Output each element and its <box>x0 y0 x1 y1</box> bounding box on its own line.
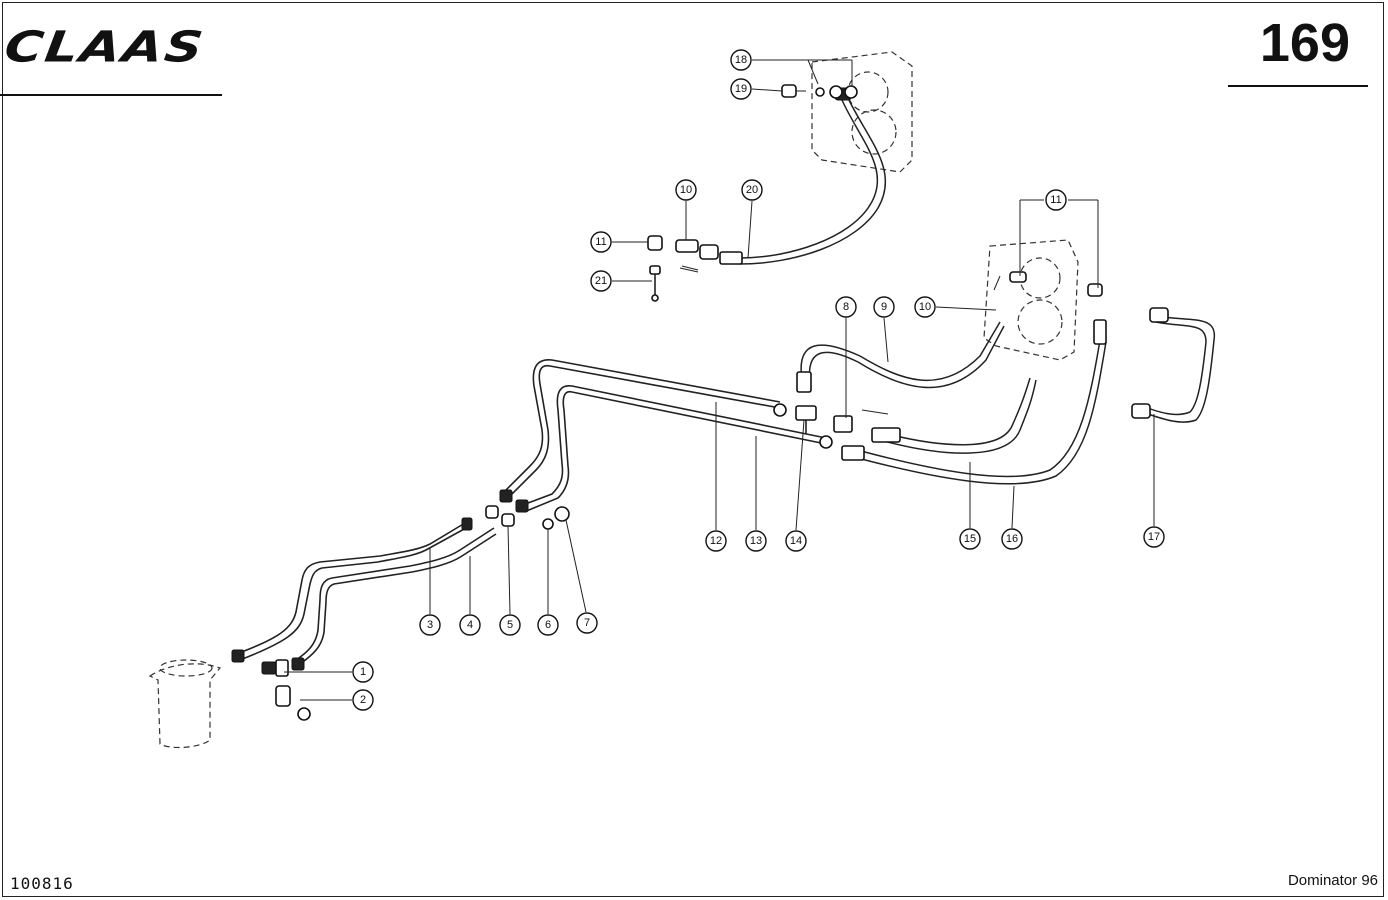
svg-text:10: 10 <box>680 184 692 196</box>
svg-text:19: 19 <box>735 83 747 95</box>
callout-8: 8 <box>835 296 857 318</box>
callout-20: 20 <box>741 179 763 201</box>
callout-18: 18 <box>730 49 752 71</box>
logo-underline <box>0 94 222 96</box>
svg-text:8: 8 <box>843 301 849 313</box>
svg-text:11: 11 <box>1050 194 1061 206</box>
callout-10-upper: 10 <box>675 179 697 201</box>
callout-13: 13 <box>745 530 767 552</box>
hose-15 <box>871 377 1037 454</box>
svg-text:16: 16 <box>1006 533 1018 545</box>
flow-arrows <box>679 267 1001 415</box>
hose-20 <box>719 87 887 265</box>
leader-lines <box>284 59 1155 701</box>
steel-line-3-4 <box>235 489 570 665</box>
svg-text:7: 7 <box>584 617 590 629</box>
svg-text:3: 3 <box>427 619 433 631</box>
svg-text:6: 6 <box>545 619 551 631</box>
callout-21: 21 <box>590 270 612 292</box>
fitting-18-19 <box>781 84 858 99</box>
steel-line-12-13 <box>499 359 833 513</box>
callout-11-left: 11 <box>590 231 612 253</box>
callout-4: 4 <box>459 614 481 636</box>
upper-mount-block <box>811 51 913 173</box>
document-number: 100816 <box>10 874 74 893</box>
callout-12: 12 <box>705 530 727 552</box>
page-number: 169 <box>1259 13 1350 73</box>
callout-16: 16 <box>1001 528 1023 550</box>
lower-left-cylinder <box>148 649 311 749</box>
hose-9 <box>796 321 1005 393</box>
fittings-10-11-21-upper <box>647 235 719 302</box>
svg-text:5: 5 <box>507 619 513 631</box>
svg-text:9: 9 <box>881 301 887 313</box>
callout-15: 15 <box>959 528 981 550</box>
model-label: Dominator 96 <box>1287 872 1378 889</box>
svg-text:2: 2 <box>360 694 366 706</box>
hose-16 <box>841 319 1107 485</box>
right-mount-block <box>983 239 1103 361</box>
callout-7: 7 <box>576 612 598 634</box>
svg-text:18: 18 <box>735 54 747 66</box>
callout-3: 3 <box>419 614 441 636</box>
callout-10-lower: 10 <box>914 296 936 318</box>
svg-text:4: 4 <box>467 619 473 631</box>
svg-text:11: 11 <box>595 236 606 248</box>
svg-text:15: 15 <box>964 533 976 545</box>
svg-text:12: 12 <box>710 535 722 547</box>
svg-text:14: 14 <box>790 535 802 547</box>
tee-14-union-8 <box>795 405 853 434</box>
svg-text:1: 1 <box>360 666 366 678</box>
page-number-underline <box>1228 85 1368 87</box>
svg-text:17: 17 <box>1148 531 1160 543</box>
callout-14: 14 <box>785 530 807 552</box>
callout-6: 6 <box>537 614 559 636</box>
callout-2: 2 <box>352 689 374 711</box>
callout-5: 5 <box>499 614 521 636</box>
callout-19: 19 <box>730 78 752 100</box>
svg-text:10: 10 <box>919 301 931 313</box>
svg-text:20: 20 <box>746 184 758 196</box>
callout-9: 9 <box>873 296 895 318</box>
svg-text:21: 21 <box>595 275 607 287</box>
callout-11-right: 11 <box>1045 189 1067 211</box>
svg-text:13: 13 <box>750 535 762 547</box>
callout-1: 1 <box>352 661 374 683</box>
callout-17: 17 <box>1143 526 1165 548</box>
hose-17 <box>1131 307 1216 423</box>
